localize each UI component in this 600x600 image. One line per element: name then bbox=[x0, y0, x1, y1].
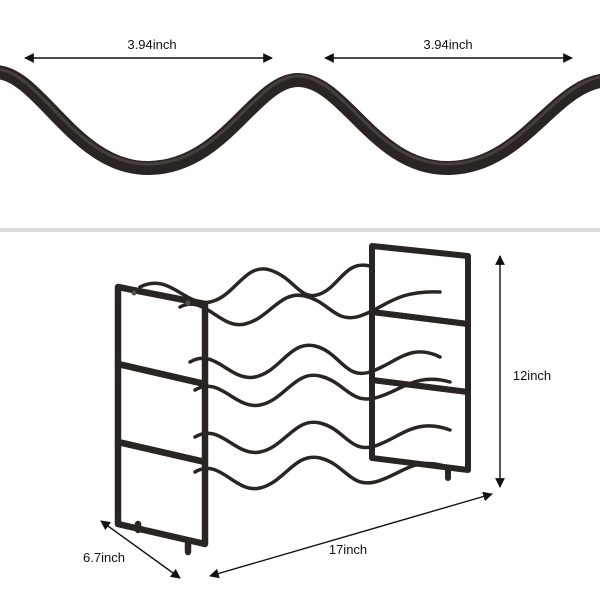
bolt bbox=[185, 300, 191, 306]
bolt bbox=[131, 290, 137, 296]
wave-rods bbox=[138, 263, 452, 491]
front-frame bbox=[114, 283, 209, 556]
dim-label-depth: 6.7inch bbox=[83, 550, 125, 565]
dim-arrow-depth bbox=[100, 520, 181, 579]
wave-rod-highlight bbox=[0, 68, 600, 166]
dim-label-height: 12inch bbox=[513, 368, 551, 383]
back-frame bbox=[369, 243, 471, 481]
dim-label-right: 3.94inch bbox=[423, 37, 472, 52]
wave-rod bbox=[0, 65, 600, 176]
wine-rack-drawing: 12inch 17inch 6.7inch bbox=[83, 243, 551, 579]
dim-label-left: 3.94inch bbox=[127, 37, 176, 52]
dim-label-width: 17inch bbox=[329, 542, 367, 557]
dim-arrow-width bbox=[209, 491, 493, 579]
wave-closeup-drawing: 3.94inch 3.94inch bbox=[0, 37, 600, 176]
rack-panel: 12inch 17inch 6.7inch bbox=[0, 232, 600, 600]
panel-divider bbox=[0, 228, 600, 232]
wave-closeup-panel: 3.94inch 3.94inch bbox=[0, 0, 600, 228]
